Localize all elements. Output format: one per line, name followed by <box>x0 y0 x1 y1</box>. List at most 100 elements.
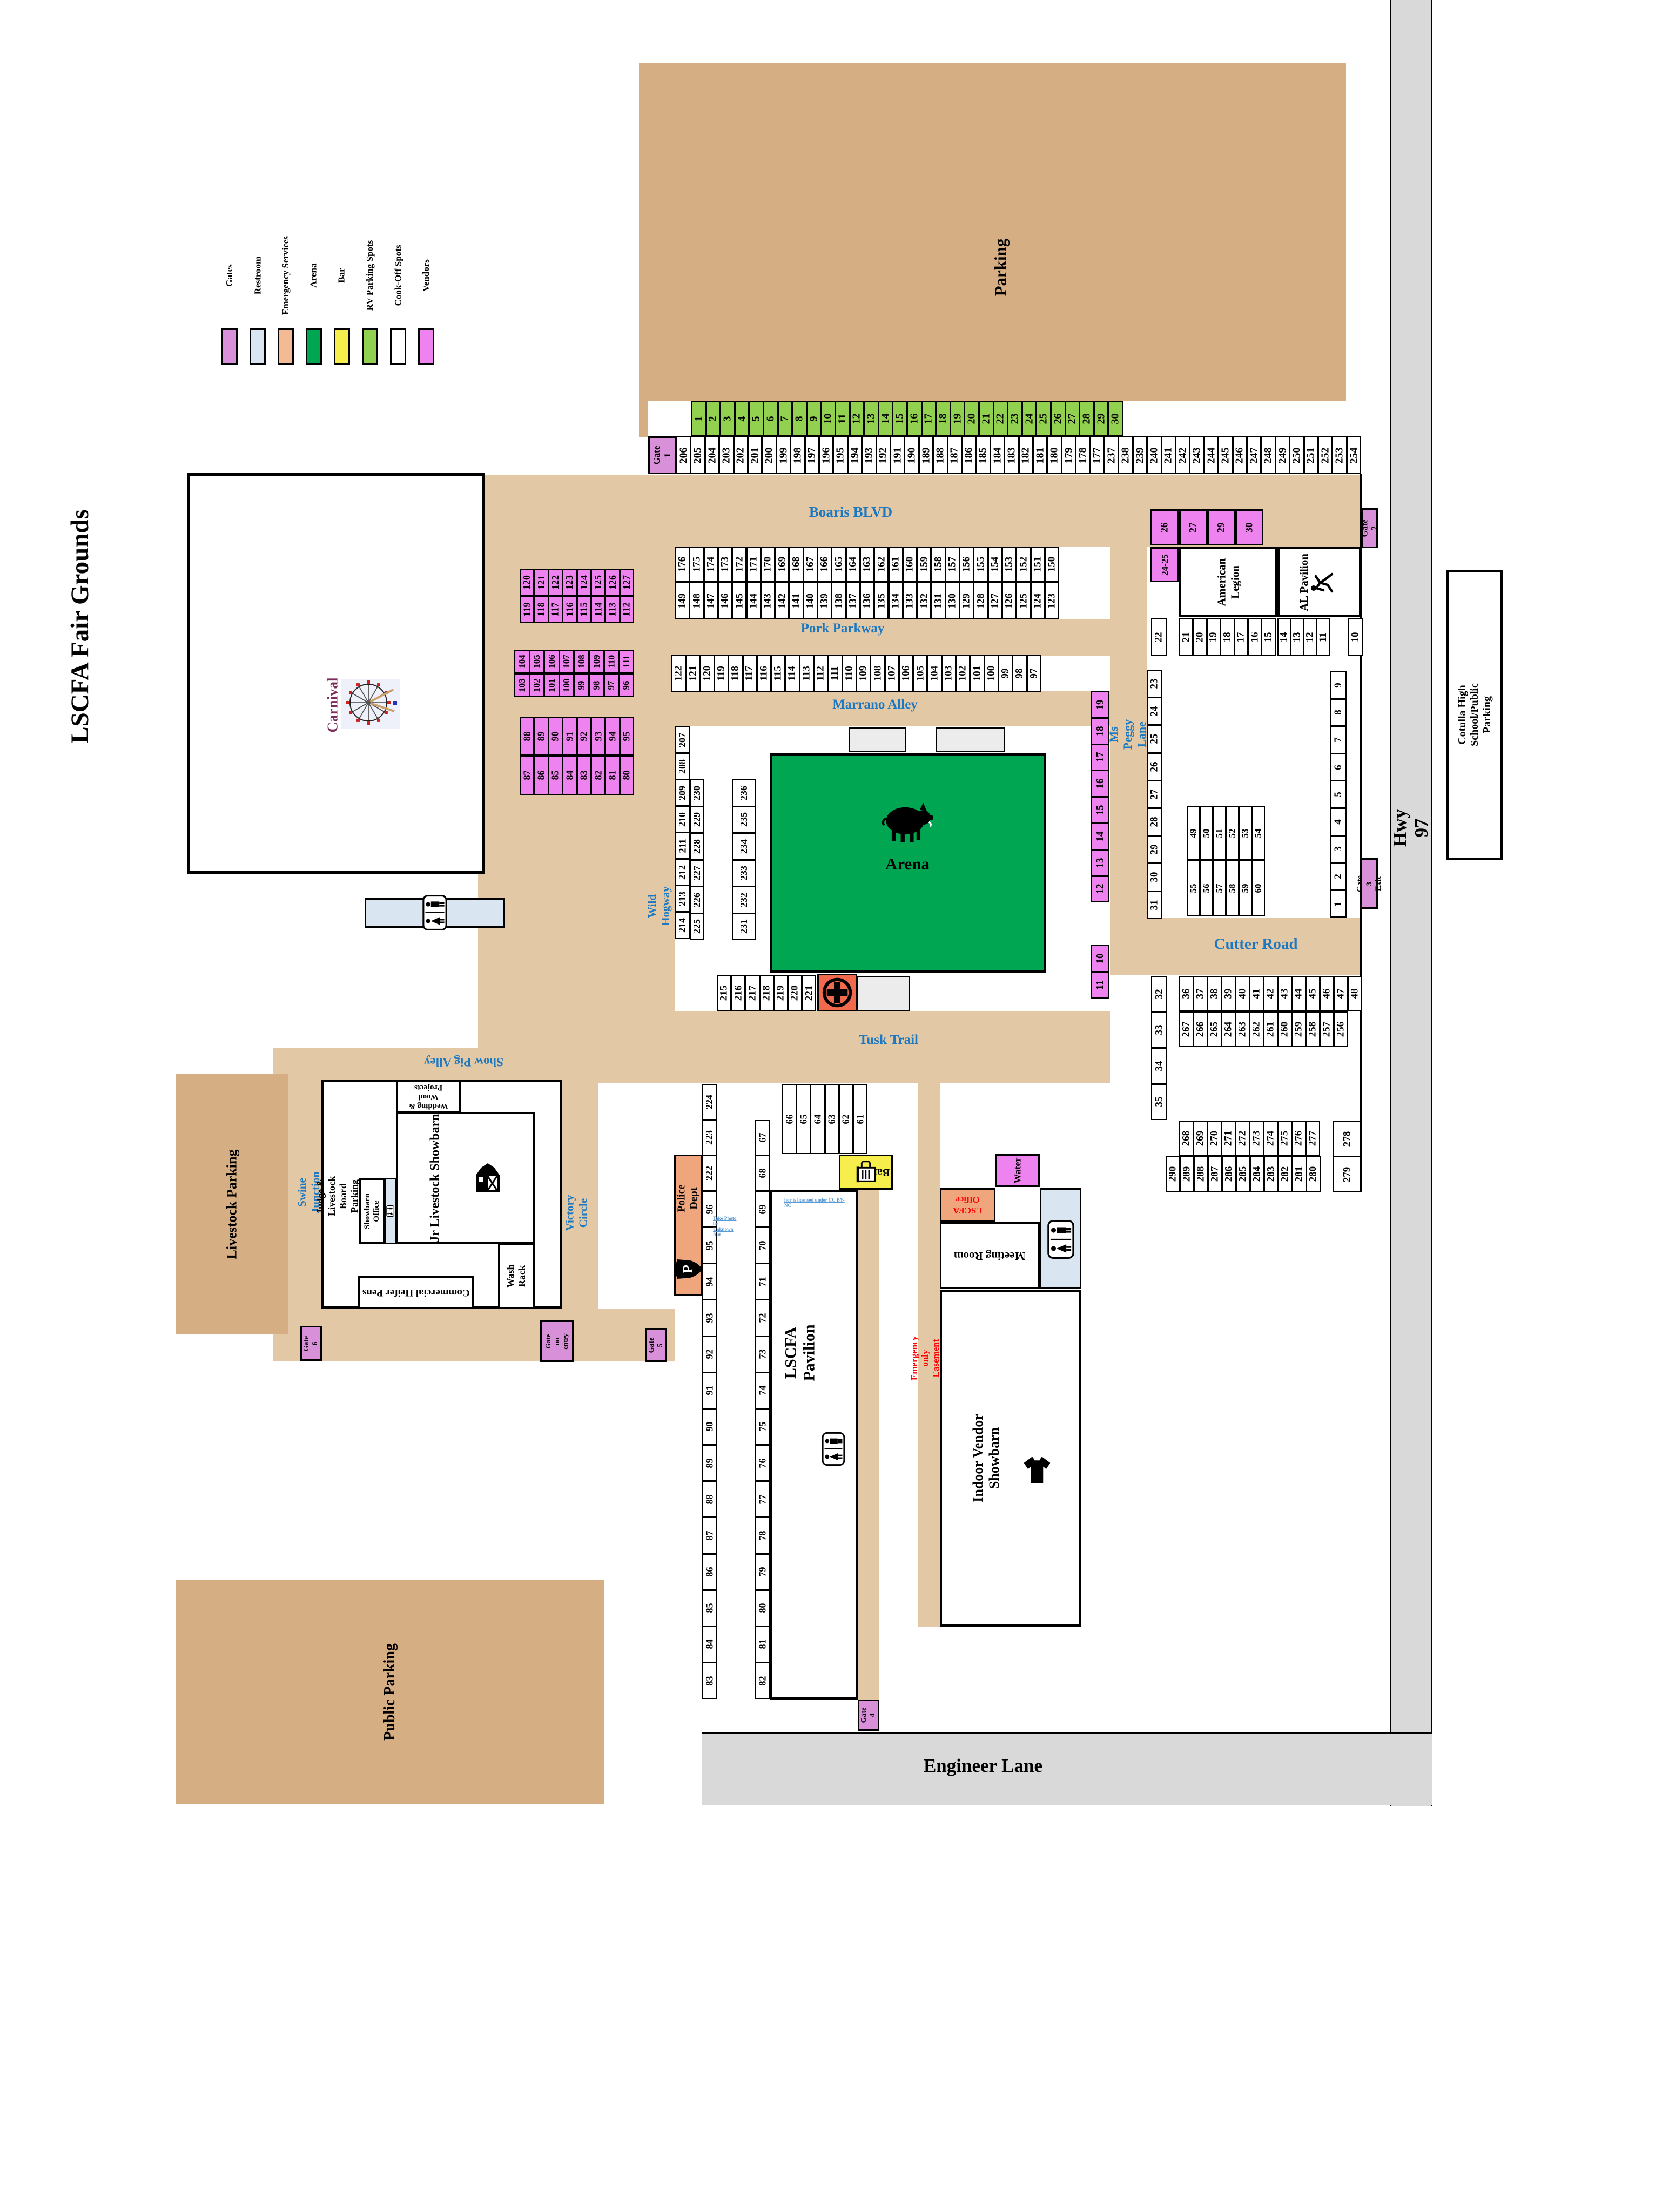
col-32-35-spot-35: 35 <box>1151 1083 1167 1120</box>
vendor-block-c-top-spot-89: 89 <box>534 717 549 756</box>
label-arena: Arena <box>872 852 943 876</box>
indoor-vendor-showbarn: Indoor Vendor Showbarn <box>940 1290 1081 1627</box>
showbarn-office: Showbarn Office <box>359 1178 385 1244</box>
vendor-spot-26-text: 26 <box>1159 522 1170 532</box>
col-278-279-spot-278: 278 <box>1333 1121 1361 1157</box>
rv-row-top-spot-24: 24 <box>1021 401 1037 436</box>
ferris-wheel-icon <box>341 679 400 729</box>
row-36-48-spot-45: 45 <box>1306 976 1320 1011</box>
cookoff-row-top-spot-248: 248 <box>1261 436 1276 474</box>
col-96-83-spot-84: 84 <box>702 1626 717 1663</box>
vendor-block-a-top-spot-125: 125 <box>591 569 606 596</box>
legend-swatch-rv-parking-spots <box>362 328 378 365</box>
row-122-97-spot-107: 107 <box>884 655 899 692</box>
vendor-block-a-bottom-spot-118: 118 <box>534 596 549 623</box>
col-69-82-spot-71: 71 <box>755 1263 770 1300</box>
cookoff-row-top-spot-246: 246 <box>1232 436 1247 474</box>
cookoff-row-top-spot-182: 182 <box>1018 436 1033 474</box>
row-149-123-spot-136: 136 <box>859 582 875 619</box>
rv-row-top-spot-30: 30 <box>1108 401 1123 436</box>
col-69-82-spot-81: 81 <box>755 1626 770 1663</box>
indoor-vendor-showbarn-text: Indoor Vendor Showbarn <box>970 1414 1002 1502</box>
road-marrano-alley <box>671 691 1110 726</box>
col-278-279-spot-279: 279 <box>1333 1156 1361 1192</box>
cookoff-row-21-15-spot-16: 16 <box>1248 618 1262 656</box>
row-122-97-spot-100: 100 <box>984 655 999 692</box>
col-236-231-spot-234: 234 <box>732 833 756 860</box>
row-215-221-spot-218: 218 <box>759 975 774 1011</box>
label-marrano-alley: Marrano Alley <box>832 696 918 713</box>
row-122-97-spot-97: 97 <box>1026 655 1041 692</box>
cookoff-row-top-spot-200: 200 <box>762 436 777 474</box>
vendor-block-b-bottom-spot-98: 98 <box>589 673 604 697</box>
row-267-256-spot-257: 257 <box>1320 1011 1334 1047</box>
vendor-block-b-top-spot-108: 108 <box>574 650 589 673</box>
cookoff-row-21-15-spot-17: 17 <box>1234 618 1248 656</box>
rv-row-top-spot-20: 20 <box>964 401 979 436</box>
col-32-35-spot-32: 32 <box>1151 976 1167 1013</box>
col-96-83-spot-96: 96 <box>702 1191 717 1228</box>
cookoff-row-top-spot-198: 198 <box>790 436 805 474</box>
row-290-280-spot-281: 281 <box>1292 1156 1307 1192</box>
row-176-150-spot-165: 165 <box>831 547 846 582</box>
block-55-60-spot-55: 55 <box>1187 860 1200 916</box>
row-176-150-spot-156: 156 <box>959 547 974 582</box>
cookoff-row-top-spot-253: 253 <box>1332 436 1347 474</box>
row-122-97-spot-117: 117 <box>742 655 757 692</box>
lscfa-office-text: LSCFA Office <box>953 1195 983 1216</box>
vendor-spot-30: 30 <box>1235 509 1263 545</box>
gate-6-text: Gate 6 <box>302 1336 319 1351</box>
cookoff-row-14-11-spot-14: 14 <box>1277 618 1291 656</box>
rv-row-top-spot-8: 8 <box>792 401 807 436</box>
vendor-block-b-top-spot-110: 110 <box>603 650 620 673</box>
col-230-225-spot-230: 230 <box>690 779 704 807</box>
vendor-block-c-top-spot-91: 91 <box>562 717 577 756</box>
vendor-block-b-top-spot-106: 106 <box>544 650 560 673</box>
row-176-150-spot-152: 152 <box>1016 547 1031 582</box>
label-carnival-text: Carnival <box>324 677 341 733</box>
vendor-block-a-top-spot-124: 124 <box>576 569 591 596</box>
row-290-280-spot-286: 286 <box>1222 1156 1236 1192</box>
cookoff-row-top-spot-205: 205 <box>690 436 705 474</box>
meeting-room-text: Meeting Room <box>954 1249 1026 1263</box>
bleacher-north-2 <box>936 727 1005 752</box>
carnival-area-box <box>187 473 485 874</box>
row-176-150-spot-160: 160 <box>902 547 918 582</box>
block-49-54-spot-51: 51 <box>1213 806 1226 860</box>
road-cutter <box>1110 918 1361 975</box>
col-67-68-spot-67: 67 <box>755 1120 770 1156</box>
vendor-block-b-top-spot-109: 109 <box>589 650 604 673</box>
label-cutter-road: Cutter Road <box>1207 933 1304 955</box>
vendor-block-c-top-spot-94: 94 <box>605 717 620 756</box>
row-122-97-spot-102: 102 <box>956 655 971 692</box>
cookoff-col-9-1-spot-1: 1 <box>1330 889 1347 918</box>
col-230-225-spot-229: 229 <box>690 806 704 833</box>
attribution-right-text: hor is licensed under CC BY-NC <box>784 1197 845 1208</box>
row-122-97-spot-99: 99 <box>998 655 1013 692</box>
wedding-wood-projects: Wedding & Wood Projects <box>396 1080 461 1112</box>
cookoff-row-top-spot-203: 203 <box>719 436 734 474</box>
cookoff-row-top-spot-191: 191 <box>890 436 905 474</box>
label-carnival: Carnival <box>323 675 342 734</box>
col-69-82-spot-74: 74 <box>755 1372 770 1409</box>
cookoff-col-9-1-spot-7: 7 <box>1330 726 1347 754</box>
cookoff-col-23-31-spot-23: 23 <box>1147 670 1162 698</box>
block-49-54-spot-49: 49 <box>1187 806 1200 860</box>
barn-icon <box>473 1161 502 1193</box>
label-victory-circle: Victory Circle <box>563 1171 589 1255</box>
col-69-82-spot-80: 80 <box>755 1589 770 1627</box>
rv-row-top-spot-2: 2 <box>705 401 721 436</box>
row-176-150-spot-158: 158 <box>931 547 946 582</box>
row-149-123-spot-147: 147 <box>703 582 718 619</box>
vendor-block-b-top-spot-111: 111 <box>618 650 634 673</box>
vendor-block-a-bottom-spot-113: 113 <box>605 596 620 623</box>
row-122-97-spot-119: 119 <box>714 655 729 692</box>
row-66-61-spot-61: 61 <box>853 1084 868 1154</box>
rv-row-top-spot-27: 27 <box>1065 401 1080 436</box>
vendor-block-b-bottom-spot-99: 99 <box>574 673 589 697</box>
col-236-231-spot-231: 231 <box>732 913 756 940</box>
row-122-97-spot-111: 111 <box>827 655 843 692</box>
col-207-214-spot-212: 212 <box>675 859 690 886</box>
row-149-123-spot-139: 139 <box>817 582 832 619</box>
row-149-123-spot-135: 135 <box>874 582 889 619</box>
